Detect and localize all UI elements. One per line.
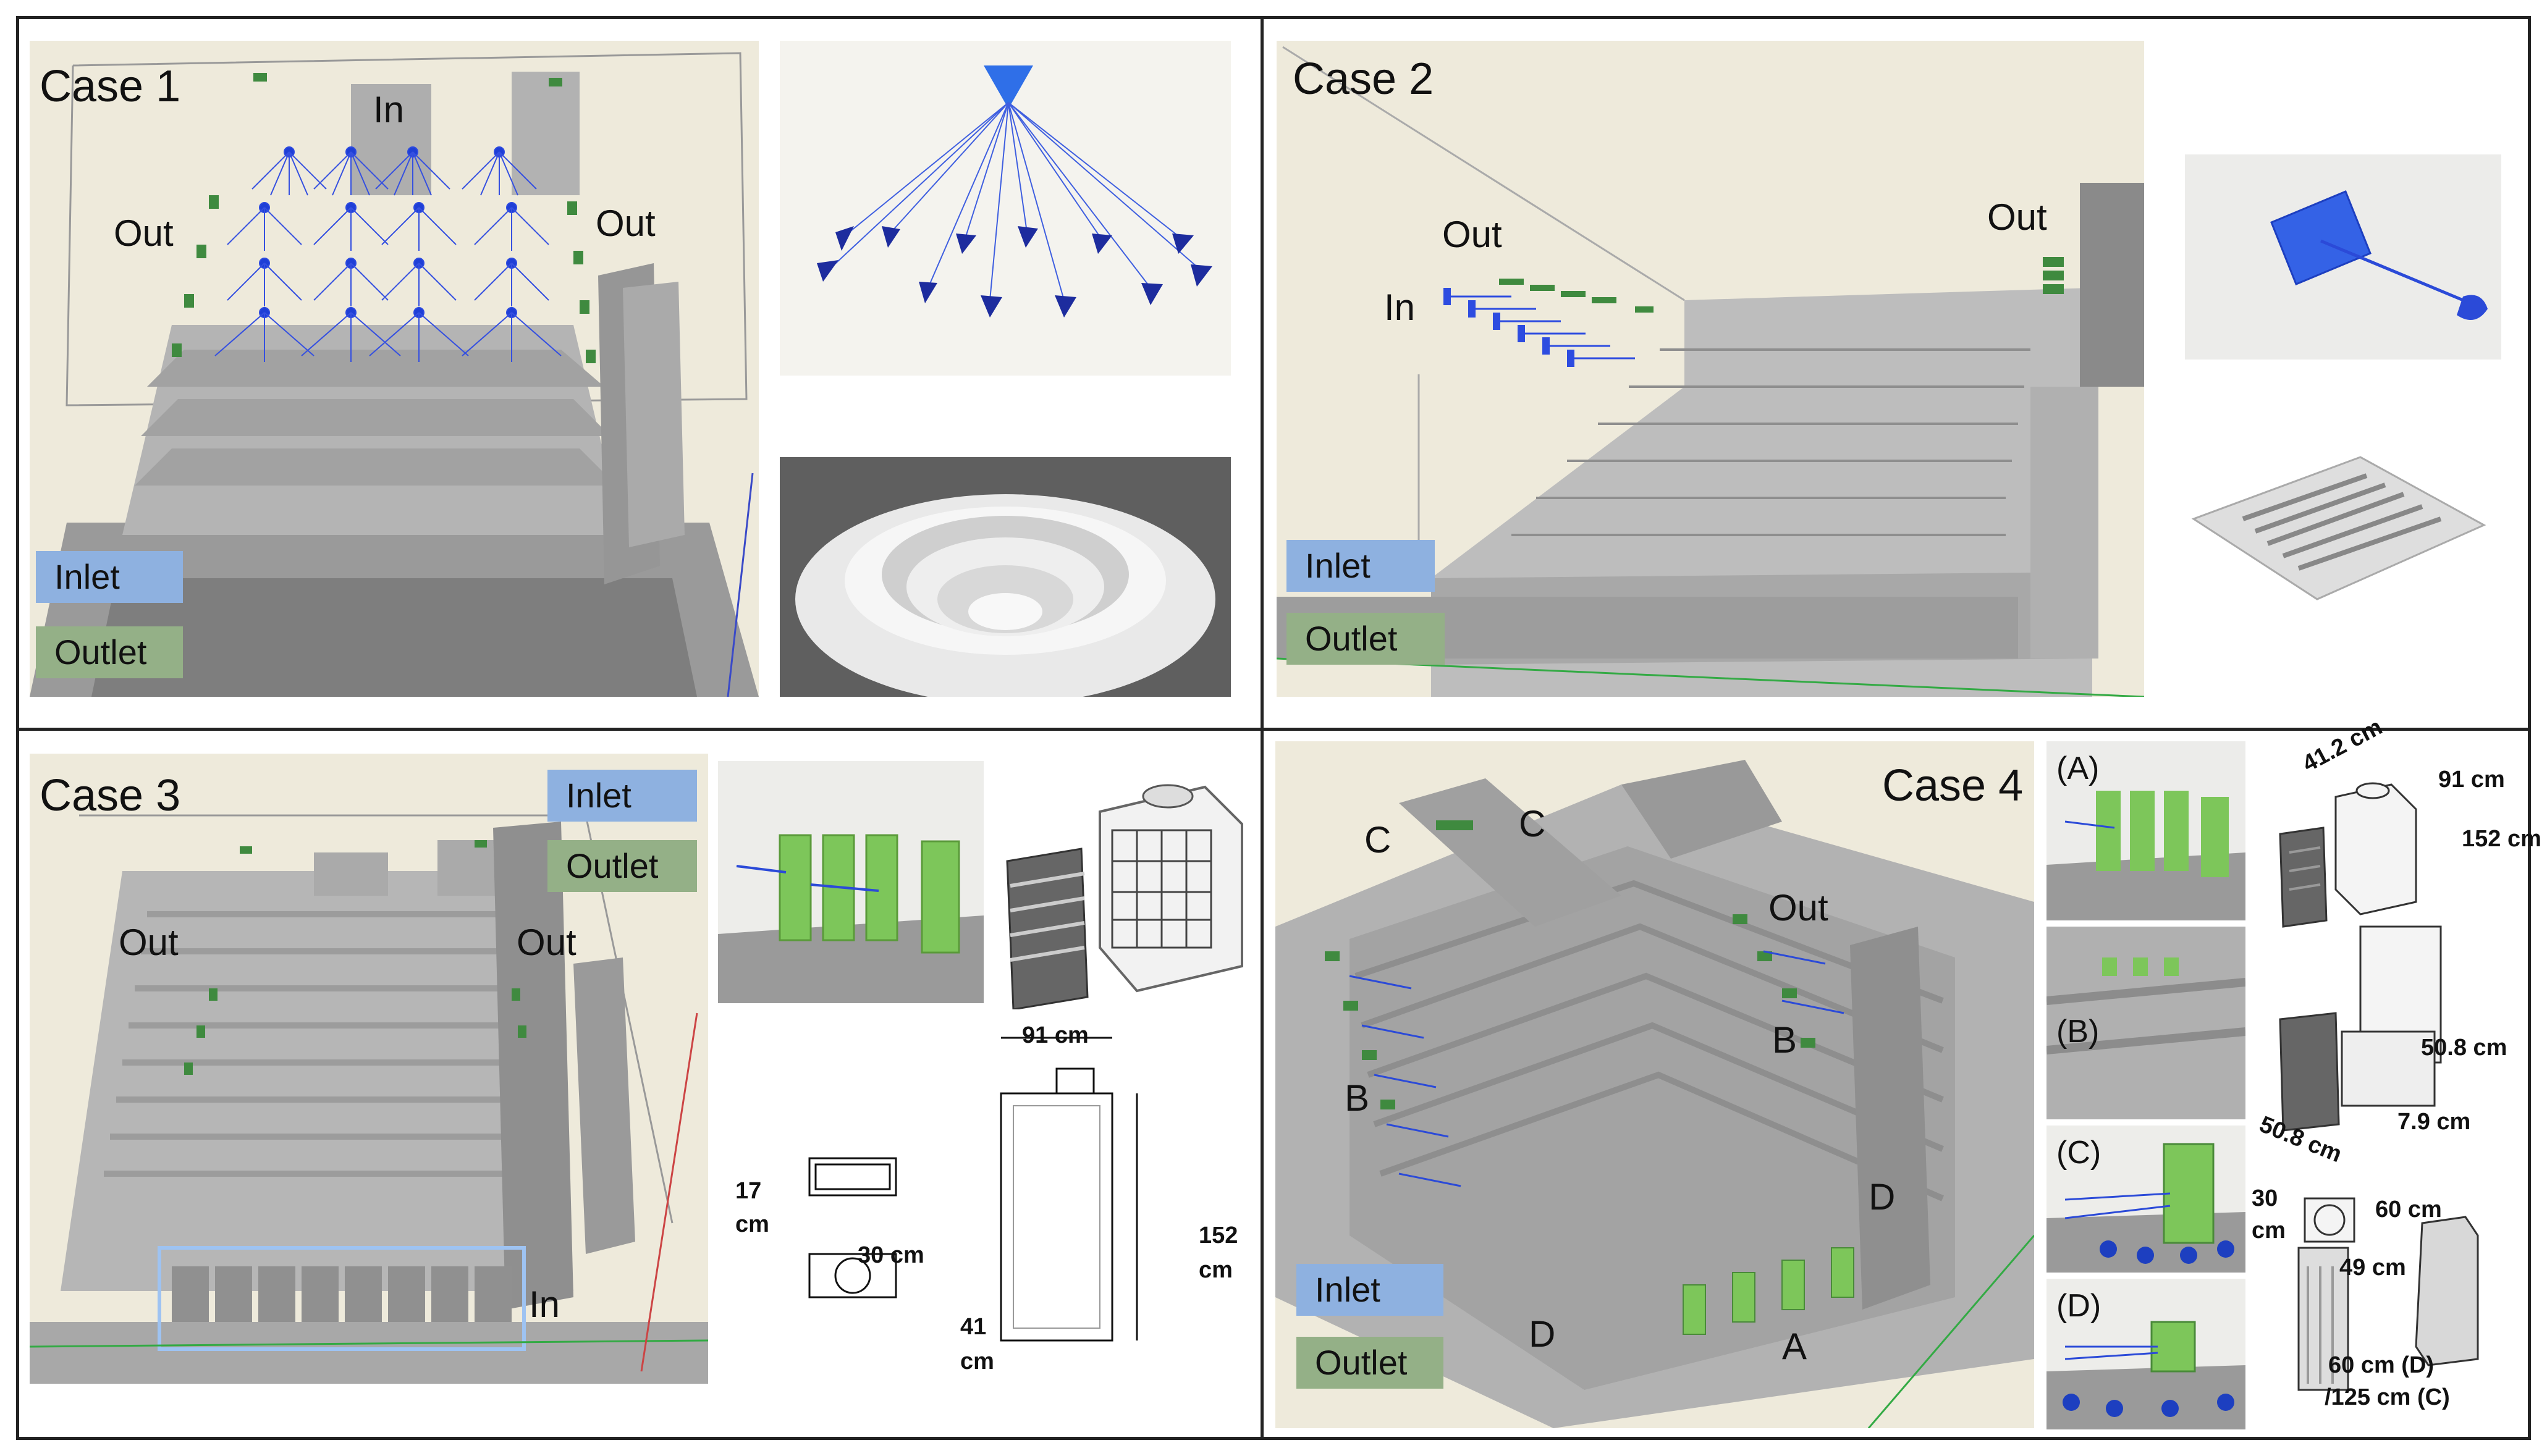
- case4-subpanel-d: [2046, 1279, 2245, 1429]
- case2-legend-outlet: Outlet: [1286, 613, 1445, 665]
- case4-legend-outlet: Outlet: [1296, 1337, 1443, 1389]
- case3-dim-outlet-h-value: 41: [960, 1314, 987, 1340]
- case3-room-render: Case 3 Inlet Outlet Out Out In: [30, 754, 708, 1384]
- case4-dim-c-30: 30: [2252, 1185, 2278, 1211]
- case3-title: Case 3: [40, 771, 181, 820]
- case4-label-c2: C: [1519, 803, 1546, 844]
- case4-label-d-left: D: [1529, 1313, 1556, 1355]
- case4-dim-c-cm: cm: [2252, 1218, 2286, 1243]
- case4-dim-c-49: 49 cm: [2339, 1255, 2406, 1281]
- case2-in-label: In: [1384, 287, 1416, 328]
- case4-subpanel-b: [2046, 927, 2245, 1119]
- case2-title: Case 2: [1293, 54, 1434, 104]
- case1-diffuser-photo: [780, 457, 1231, 697]
- case3-dim-inlet-w-unit: cm: [735, 1211, 769, 1237]
- case3-out-right-label: Out: [517, 922, 577, 963]
- case3-unit-render: [1001, 762, 1248, 1009]
- case4-label-a: A: [1782, 1326, 1807, 1367]
- case2-room-render: Case 2 Out Out In Inlet Outlet: [1277, 41, 2144, 697]
- case1-room-scene: [30, 52, 759, 697]
- case4-unit-drawings: [2279, 782, 2479, 1391]
- case2-out-left-label: Out: [1442, 214, 1502, 255]
- case4-dim-cd-h1: 60 cm (D): [2328, 1352, 2435, 1378]
- case1-legend-outlet: Outlet: [36, 626, 183, 678]
- case4-dim-b-h: 50.8 cm: [2421, 1035, 2507, 1061]
- case4-sub-b-label: (B): [2056, 1014, 2100, 1050]
- case4-dim-a-width: 91 cm: [2438, 767, 2505, 793]
- case1-diffuser-rays: [780, 41, 1231, 376]
- case3-in-label: In: [529, 1284, 560, 1325]
- case4-subpanel-a: [2046, 741, 2245, 920]
- case3-dim-inlet-w-value: 17: [735, 1178, 762, 1204]
- case4-dim-c-60: 60 cm: [2375, 1197, 2442, 1222]
- case2-grille-photo: [2175, 432, 2503, 618]
- case4-title: Case 4: [1882, 761, 2024, 810]
- case3-dim-outlet-h-unit: cm: [960, 1349, 994, 1374]
- case4-dim-a-height: 152 cm: [2462, 826, 2541, 852]
- case4-sub-a-label: (A): [2056, 751, 2100, 786]
- case4-room-render: Case 4 C C Out B B D D A Inlet Outlet: [1275, 741, 2034, 1428]
- case2-out-right-label: Out: [1987, 196, 2047, 238]
- case3-dim-height-value: 152: [1199, 1222, 1238, 1248]
- case4-label-d-right: D: [1869, 1176, 1896, 1218]
- case3-dimension-drawings: [808, 1037, 1138, 1342]
- case2-grille-vector: [2185, 154, 2501, 360]
- case1-legend-inlet: Inlet: [36, 551, 183, 603]
- case3-dim-outlet-d: 30 cm: [858, 1242, 924, 1268]
- case4-label-b-left: B: [1345, 1077, 1370, 1119]
- case4-dim-b-d: 7.9 cm: [2397, 1109, 2471, 1135]
- case4-sub-d-label: (D): [2056, 1288, 2101, 1324]
- case4-legend-inlet: Inlet: [1296, 1264, 1443, 1316]
- case4-label-b-right: B: [1772, 1019, 1797, 1061]
- case1-title: Case 1: [40, 62, 181, 111]
- case4-dim-cd-h2: /125 cm (C): [2325, 1384, 2450, 1410]
- case1-out-left-label: Out: [114, 213, 174, 254]
- case3-inlet-render: [718, 761, 984, 1003]
- case3-dim-height-unit: cm: [1199, 1257, 1233, 1283]
- case1-room-render: Case 1 In Out Out Inlet Outlet: [30, 41, 759, 697]
- case4-label-c1: C: [1364, 819, 1392, 861]
- case3-dim-width: 91 cm: [1022, 1022, 1089, 1048]
- case1-in-label: In: [373, 89, 405, 130]
- case4-subpanel-c: [2046, 1126, 2245, 1273]
- horizontal-divider: [16, 728, 2531, 731]
- case2-legend-inlet: Inlet: [1286, 540, 1435, 592]
- case3-out-left-label: Out: [119, 922, 179, 963]
- case4-out-label: Out: [1768, 887, 1828, 928]
- case3-legend-inlet: Inlet: [547, 770, 697, 822]
- case4-sub-c-label: (C): [2056, 1135, 2101, 1171]
- case3-legend-outlet: Outlet: [547, 840, 697, 892]
- case1-out-right-label: Out: [596, 203, 656, 244]
